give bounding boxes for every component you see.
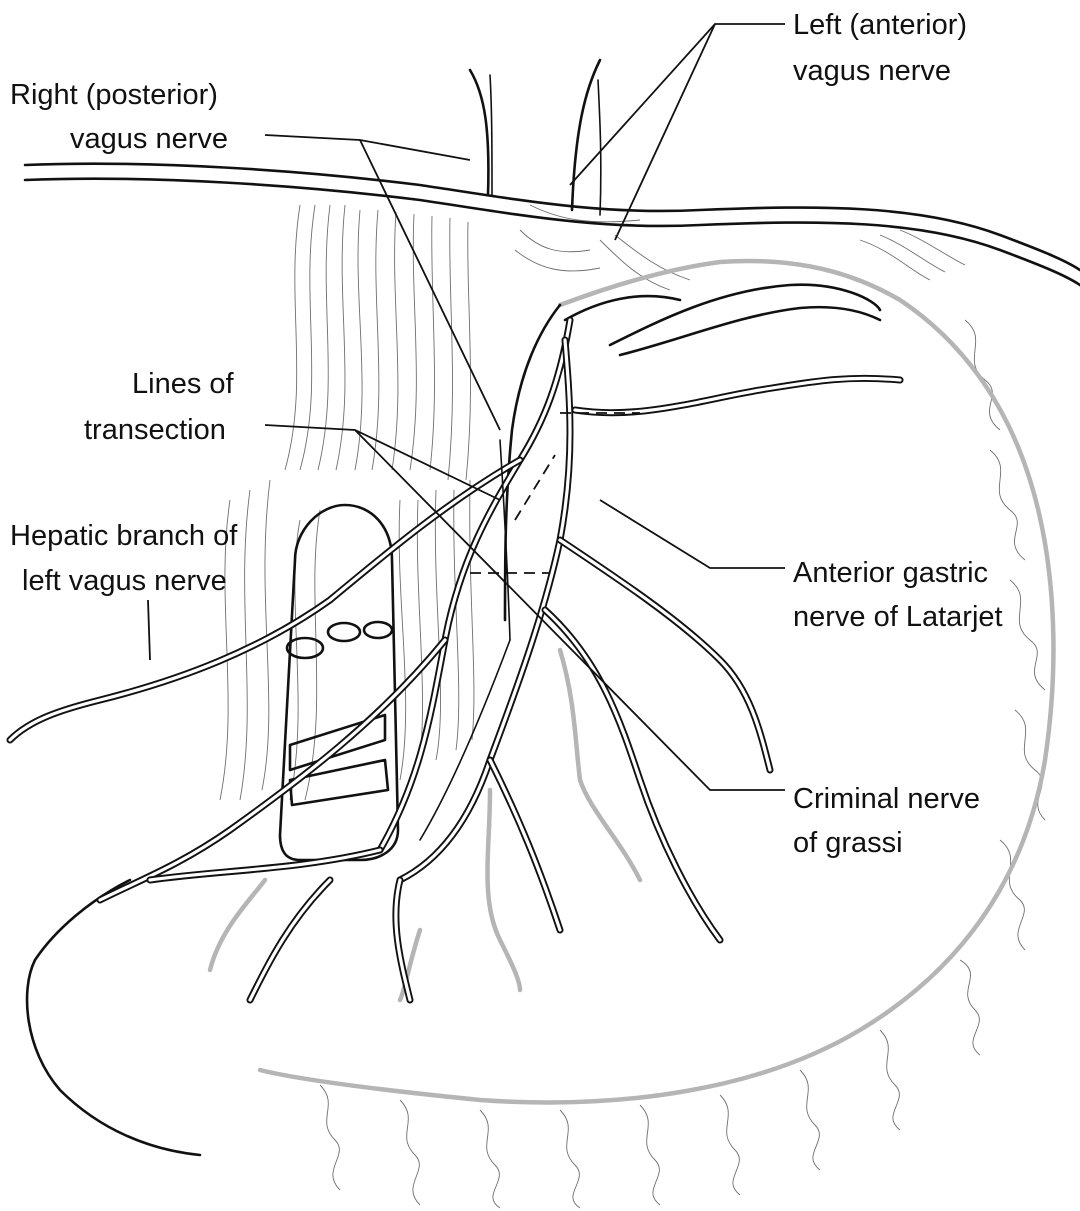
tissue-hatching [220,205,1045,1208]
esophagus [470,60,601,215]
label-anterior-gastric-line1: Anterior gastric [793,557,988,589]
gastric-branches [396,378,900,1000]
label-lines-transection-line1: Lines of [132,368,235,400]
label-anterior-gastric: Anterior gastric nerve of Latarjet [793,557,1003,633]
label-left-vagus: Left (anterior) vagus nerve [793,9,967,87]
stomach-outline [210,261,1053,1102]
left-vagus-trunk [380,320,570,850]
label-hepatic-branch-line2: left vagus nerve [22,565,227,597]
label-criminal-nerve-line2: of grassi [793,827,903,859]
label-criminal-nerve-line1: Criminal nerve [793,783,980,815]
label-anterior-gastric-line2: nerve of Latarjet [793,601,1003,633]
label-hepatic-branch-line1: Hepatic branch of [10,520,238,552]
label-left-vagus-line1: Left (anterior) [793,9,967,41]
label-right-vagus: Right (posterior) vagus nerve [10,79,228,155]
label-lines-transection: Lines of transection [84,368,235,446]
label-left-vagus-line2: vagus nerve [793,55,951,87]
label-lines-transection-line2: transection [84,414,226,446]
label-hepatic-branch: Hepatic branch of left vagus nerve [10,520,238,597]
label-right-vagus-line2: vagus nerve [70,123,228,155]
diaphragm [25,164,1080,285]
label-right-vagus-line1: Right (posterior) [10,79,218,111]
label-criminal-nerve: Criminal nerve of grassi [793,783,980,859]
